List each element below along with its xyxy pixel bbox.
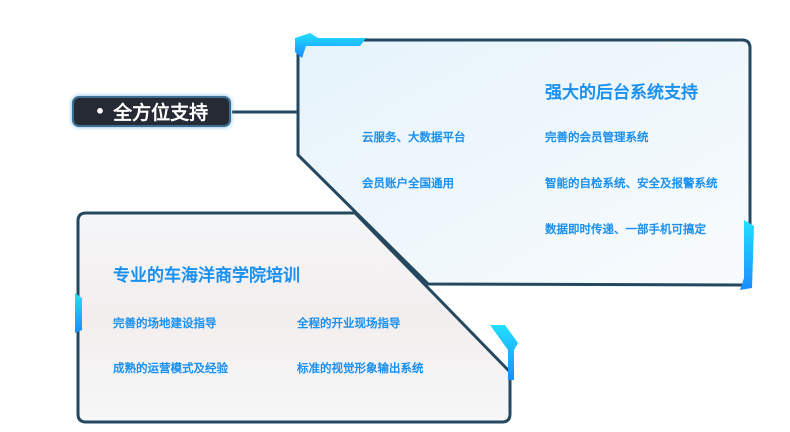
feature-item: 智能的自检系统、安全及报警系统 bbox=[545, 176, 718, 190]
feature-item: 会员账户全国通用 bbox=[362, 176, 454, 190]
feature-item: 云服务、大数据平台 bbox=[362, 130, 466, 144]
section-label: • 全方位支持 bbox=[72, 96, 231, 127]
training-item: 成熟的运营模式及经验 bbox=[113, 361, 228, 375]
feature-item: 数据即时传递、一部手机可搞定 bbox=[545, 222, 706, 236]
corner-accent bbox=[490, 325, 518, 380]
feature-item: 完善的会员管理系统 bbox=[545, 130, 649, 144]
corner-accent bbox=[740, 220, 754, 290]
bottom-panel-title: 专业的车海洋商学院培训 bbox=[113, 266, 300, 286]
training-item: 完善的场地建设指导 bbox=[113, 316, 217, 330]
training-item: 标准的视觉形象输出系统 bbox=[297, 361, 424, 375]
training-item: 全程的开业现场指导 bbox=[297, 316, 401, 330]
corner-accent bbox=[295, 33, 366, 58]
edge-accent bbox=[75, 293, 82, 333]
top-panel-title: 强大的后台系统支持 bbox=[545, 83, 698, 103]
section-label-text: 全方位支持 bbox=[113, 102, 209, 124]
bullet: • bbox=[94, 102, 106, 121]
bottom-panel bbox=[76, 211, 512, 424]
